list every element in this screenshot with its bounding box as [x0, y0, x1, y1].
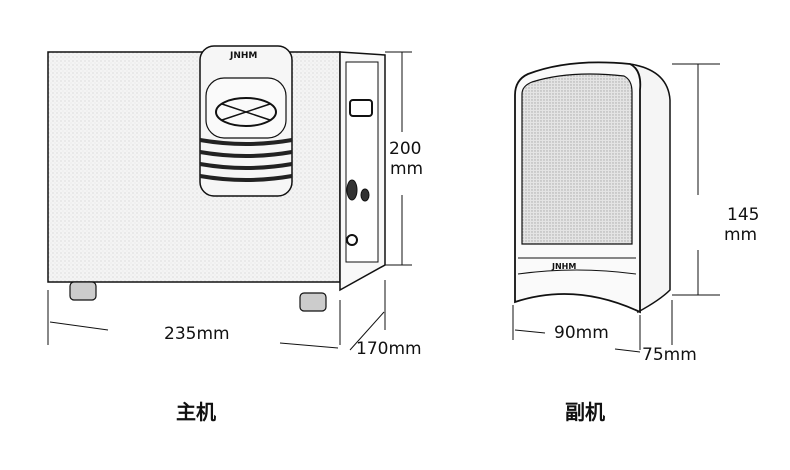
satellite-depth-label: 75mm — [642, 345, 697, 365]
main-unit-dimension-lines — [47, 51, 412, 351]
brand-logo: JNHM — [551, 262, 576, 271]
satellite-width-label: 90mm — [554, 323, 609, 343]
main-width-label: 235mm — [164, 324, 230, 344]
satellite-drawing: JNHM — [514, 61, 671, 314]
vent-grille — [199, 138, 293, 182]
main-height-value: 200 — [389, 139, 422, 159]
main-unit-drawing: JNHM — [47, 45, 386, 312]
satellite-grille — [521, 73, 633, 245]
main-unit-caption: 主机 — [176, 400, 216, 424]
main-depth-label: 170mm — [356, 339, 422, 359]
main-height-unit: mm — [390, 159, 424, 179]
foot — [69, 281, 97, 301]
foot — [299, 292, 327, 312]
satellite-caption: 副机 — [565, 400, 605, 424]
main-unit-front-face — [47, 51, 341, 283]
satellite-dimension-lines — [512, 63, 720, 353]
satellite-height-value: 145 — [727, 205, 760, 225]
brand-logo: JNHM — [229, 51, 257, 61]
satellite-height-unit: mm — [724, 225, 758, 245]
